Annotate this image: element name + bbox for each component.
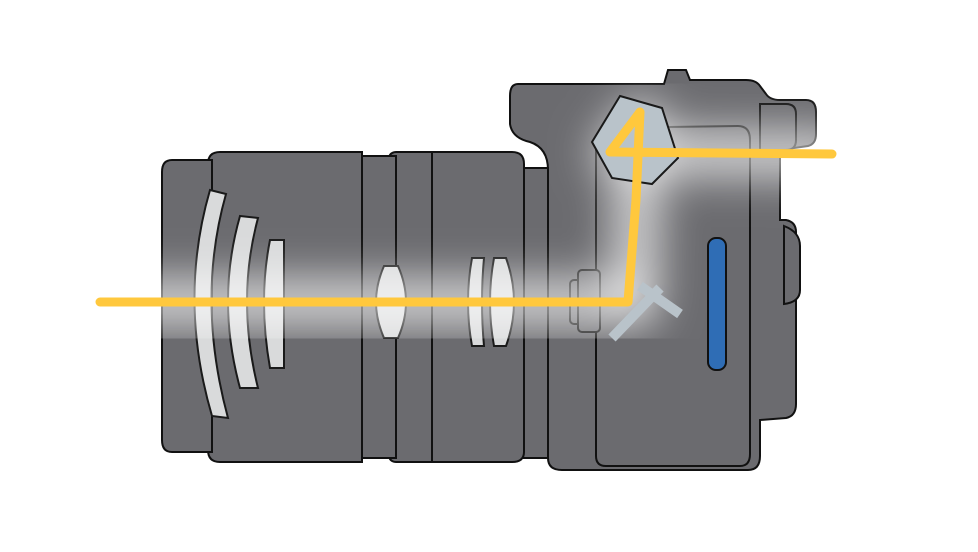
camera-grip — [783, 224, 801, 306]
reflex-mirror-icon — [608, 281, 683, 342]
image-sensor-icon — [707, 237, 727, 371]
light-path-icon — [95, 107, 837, 307]
